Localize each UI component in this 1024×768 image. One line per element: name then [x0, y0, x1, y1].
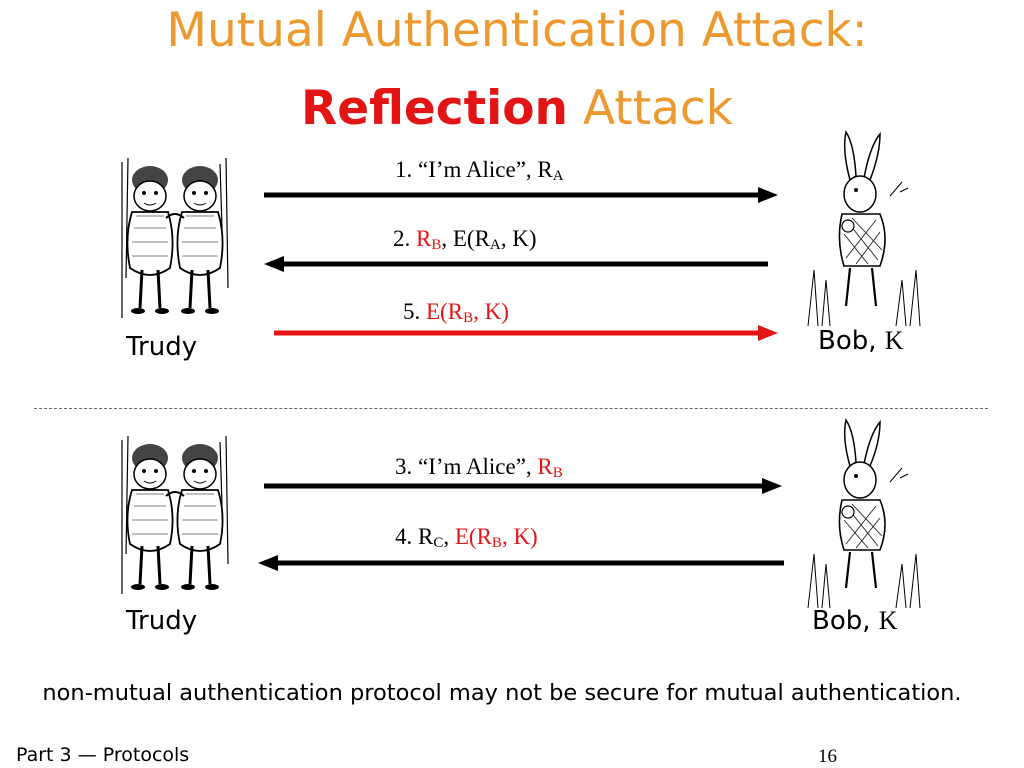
trudy-label-bottom: Trudy [126, 606, 198, 636]
message-3-text: 3. “I’m Alice”, RB [395, 454, 563, 481]
message-4-text: 4. RC, E(RB, K) [395, 524, 538, 551]
message-1-arrow [264, 187, 778, 203]
section-divider [34, 408, 988, 409]
conclusion-text: non-mutual authentication protocol may n… [42, 680, 962, 706]
title-reflection-word: Reflection [301, 81, 568, 136]
trudy-illustration-top [118, 158, 232, 326]
slide-title-line1: Mutual Authentication Attack: [166, 3, 868, 58]
message-1-text: 1. “I’m Alice”, RA [395, 157, 564, 184]
bob-label-bottom: Bob, K [812, 606, 898, 636]
slide-title-line2: Reflection Attack [0, 82, 1024, 136]
bob-label-top: Bob, K [818, 326, 904, 356]
trudy-illustration-bottom [118, 436, 232, 600]
trudy-label-top: Trudy [126, 332, 198, 362]
message-4-arrow [258, 555, 784, 571]
message-3-arrow [264, 478, 782, 494]
bob-rabbit-illustration-bottom [806, 418, 924, 608]
page-number: 16 [818, 746, 837, 767]
bob-rabbit-illustration-top [806, 130, 924, 326]
title-attack-word: Attack [582, 81, 733, 136]
message-5-arrow [274, 325, 778, 341]
message-5-text: 5. E(RB, K) [403, 299, 509, 326]
message-2-arrow [264, 256, 768, 272]
footer-section-label: Part 3 — Protocols [16, 744, 190, 766]
message-2-text: 2. RB, E(RA, K) [393, 226, 537, 253]
